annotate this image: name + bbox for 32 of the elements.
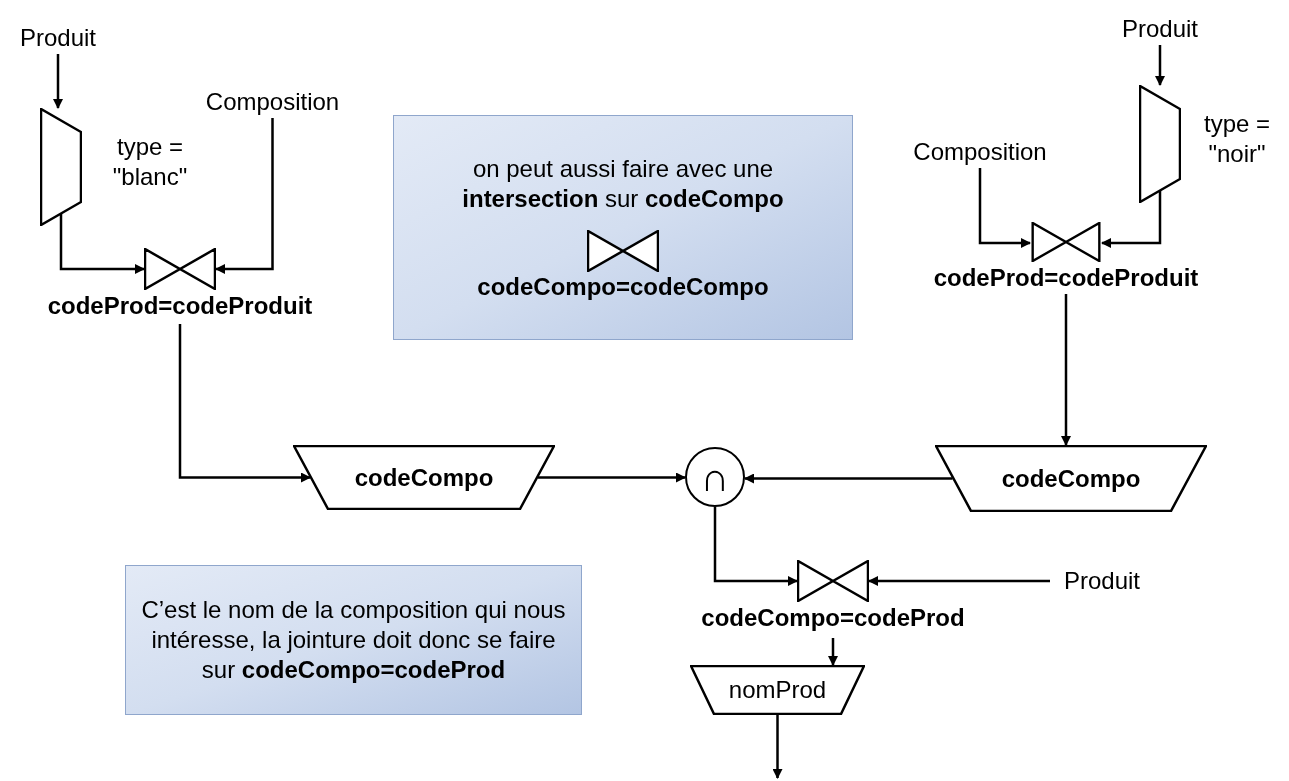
relation-label: Composition [185, 86, 360, 118]
note-box [393, 115, 853, 340]
note-box [125, 565, 582, 715]
join-condition: codeCompo=codeProd [701, 603, 965, 633]
arrow [978, 168, 1031, 248]
arrow [713, 507, 798, 586]
arrow [868, 576, 1050, 586]
join-condition: codeProd=codeProduit [47, 291, 313, 321]
arrow [1155, 45, 1165, 86]
projection-trapezoid: nomProd [690, 665, 865, 715]
arrow [215, 118, 274, 274]
projection-trapezoid: codeCompo [935, 445, 1207, 512]
relation-label: Produit [8, 22, 108, 54]
selection-condition: type = "blanc" [111, 132, 189, 192]
arrow [538, 472, 686, 483]
projection-trapezoid: codeCompo [293, 445, 555, 510]
arrow [828, 638, 838, 666]
arrow [178, 324, 311, 483]
join-condition: codeCompo=codeCompo [477, 271, 769, 302]
note-text: C’est le nom de la composition qui nous intéresse, la jointure doit donc se faire sur codeCompo=codeProd [140, 595, 567, 685]
selection-condition: type = "noir" [1202, 109, 1271, 169]
relation-label: Composition [890, 136, 1070, 168]
arrow [59, 213, 145, 274]
arrow [744, 473, 953, 484]
arrow [53, 54, 63, 109]
arrow [1061, 294, 1071, 446]
join-condition: codeProd=codeProduit [933, 263, 1199, 293]
arrow [772, 715, 783, 779]
arrow [1101, 190, 1162, 248]
relation-label: Produit [1108, 13, 1212, 45]
note-text: on peut aussi faire avec une intersection sur codeCompo [461, 153, 785, 214]
relation-label: Produit [1050, 565, 1154, 597]
